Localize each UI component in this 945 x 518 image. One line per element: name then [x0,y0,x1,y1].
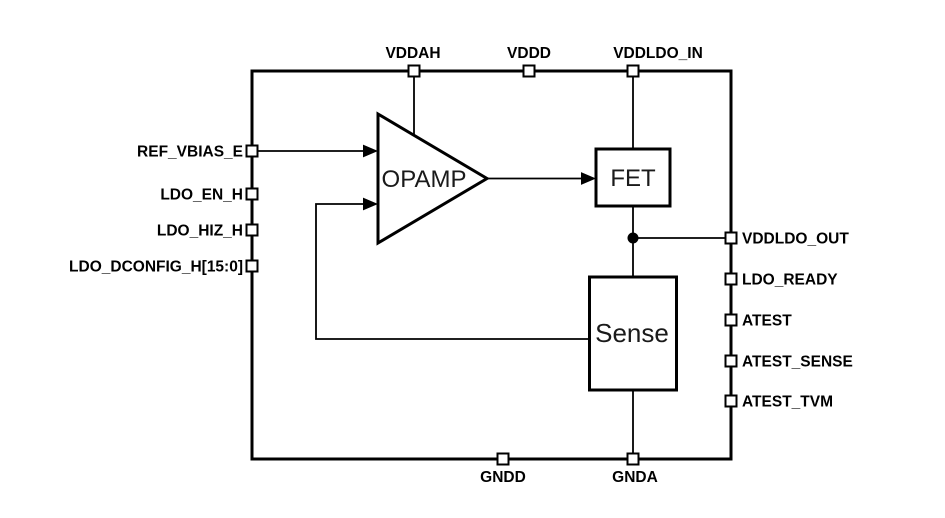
pin-label-ldo-dconfig-h: LDO_DCONFIG_H[15:0] [69,259,243,276]
wire-sense-feedback-to-opamp [315,203,590,340]
pin-label-atest: ATEST [742,313,792,330]
fet-label: FET [610,165,656,192]
pin-label-vddldo-in: VDDLDO_IN [613,45,703,62]
pin-vddldo-out [724,231,738,245]
pin-vddah [407,64,421,78]
pin-ldo-ready [724,272,738,286]
arrowhead-opamp-in2 [363,197,378,211]
pin-atest-tvm [724,394,738,408]
opamp-block [376,111,490,246]
arrowhead-opamp-in1 [363,144,378,158]
pin-label-atest-tvm: ATEST_TVM [742,394,833,411]
pin-vddldo-in [626,64,640,78]
pin-label-atest-sense: ATEST_SENSE [742,354,853,371]
pin-ldo-hiz-h [245,223,259,237]
fet-block [594,147,672,208]
pin-label-ref-vbias-e: REF_VBIAS_E [137,144,243,161]
pin-atest [724,313,738,327]
pin-ldo-dconfig-h [245,259,259,273]
pin-atest-sense [724,354,738,368]
pin-label-gnda: GNDA [612,469,658,486]
pin-label-vddd: VDDD [507,45,551,62]
pin-ldo-en-h [245,187,259,201]
sense-block [588,275,678,392]
pin-label-ldo-ready: LDO_READY [742,272,838,289]
pin-label-gndd: GNDD [480,469,526,486]
pin-label-ldo-en-h: LDO_EN_H [160,187,243,204]
sense-label: Sense [595,318,669,348]
chip-boundary [250,69,733,461]
pin-label-vddldo-out: VDDLDO_OUT [742,231,849,248]
pin-gndd [496,452,510,466]
pin-label-ldo-hiz-h: LDO_HIZ_H [157,223,243,240]
pin-gnda [626,452,640,466]
arrowhead-fet-input [581,172,596,185]
junction-dot [627,232,639,244]
pin-ref-vbias-e [245,144,259,158]
pin-label-vddah: VDDAH [385,45,440,62]
pin-vddd [522,64,536,78]
opamp-label: OPAMP [382,166,467,193]
